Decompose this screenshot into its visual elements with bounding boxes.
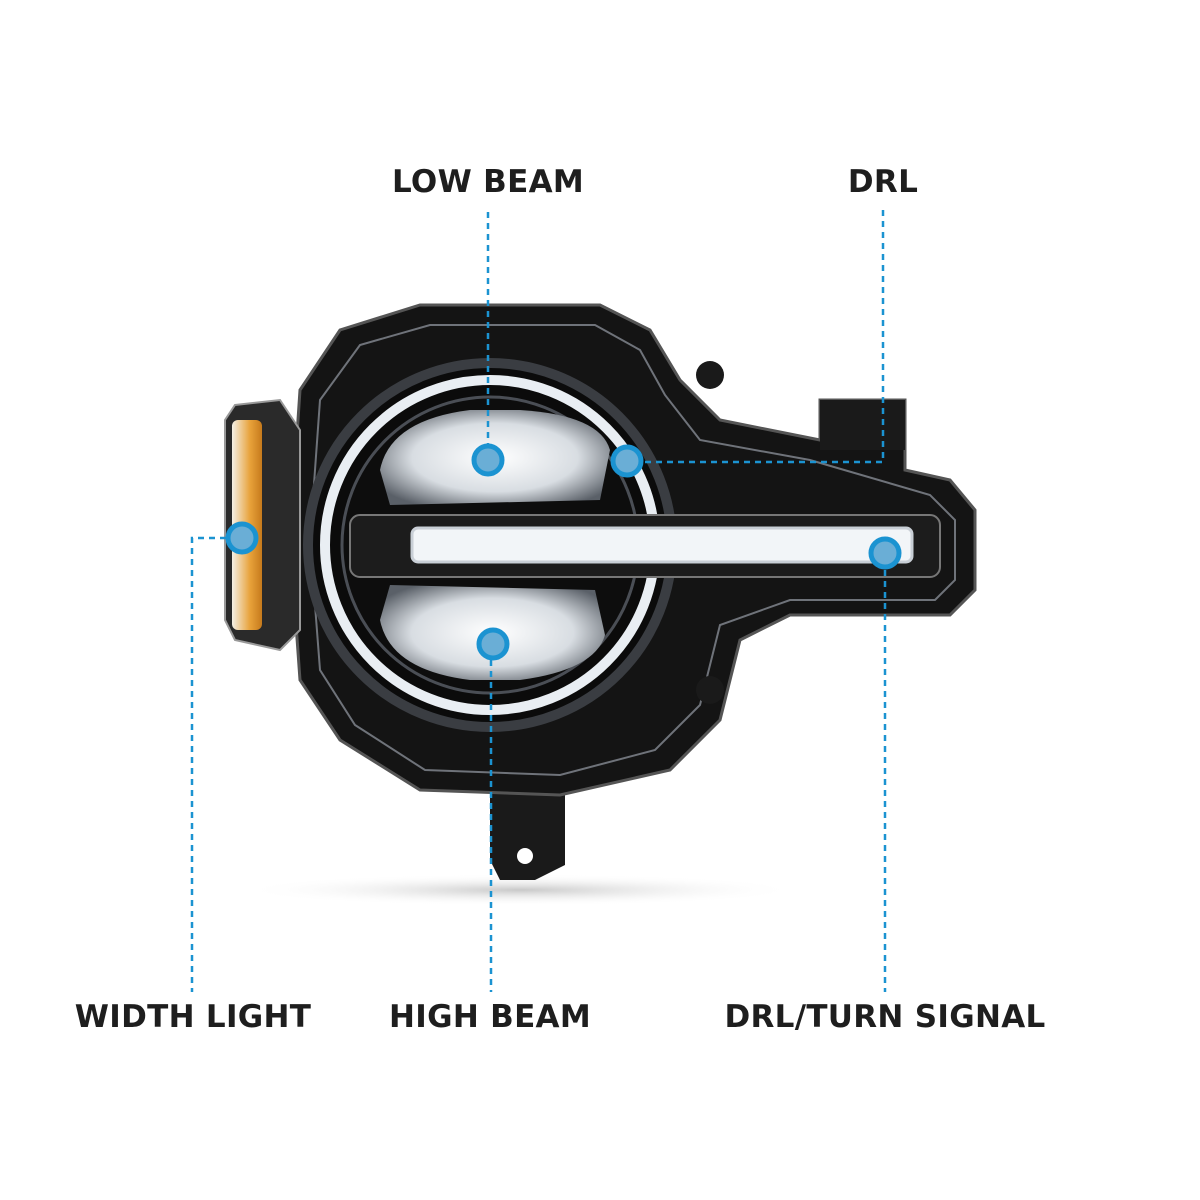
drl-turn-signal-label: DRL/TURN SIGNAL (724, 999, 1046, 1035)
drl-marker (610, 444, 644, 478)
low-beam-label: LOW BEAM (391, 164, 585, 200)
drl-light-bar (410, 526, 914, 564)
width-light-leader (190, 536, 226, 992)
high-beam-label: HIGH BEAM (388, 999, 592, 1035)
drl-leader (643, 210, 885, 464)
ground-shadow (240, 874, 800, 906)
drl-turn-marker (868, 536, 902, 570)
low-beam-marker (471, 443, 505, 477)
high-beam-marker (476, 627, 510, 661)
drl-label: DRL (847, 164, 919, 200)
width-light-marker (225, 521, 259, 555)
mount-bracket (490, 780, 565, 880)
width-light-label: WIDTH LIGHT (74, 999, 312, 1035)
